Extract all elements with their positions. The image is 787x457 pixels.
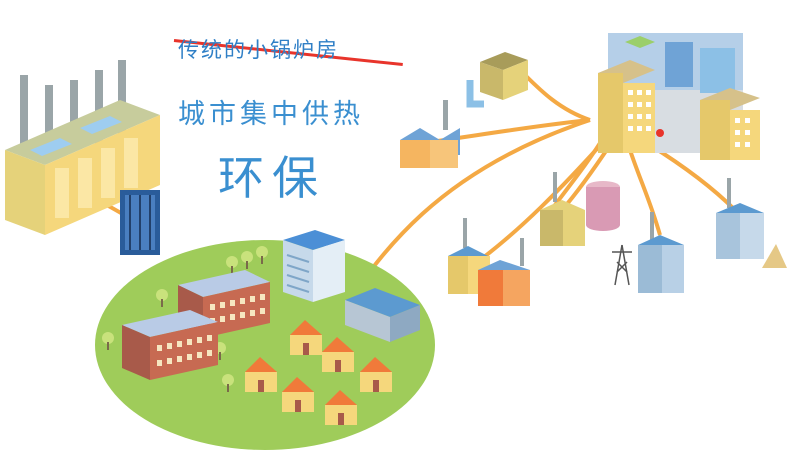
pump-station-icon — [466, 52, 528, 108]
eco-title: 环保 — [218, 151, 326, 205]
house-group — [245, 320, 392, 425]
water-tower-icon — [638, 212, 684, 293]
factory-cluster-icon — [448, 218, 530, 306]
factory-icon — [400, 100, 460, 168]
warehouse-icon — [716, 178, 787, 268]
traditional-boiler-label: 传统的小锅炉房 — [178, 38, 339, 62]
heat-exchanger-icon — [120, 190, 160, 255]
power-tower-icon — [612, 244, 632, 286]
city-block-icon — [598, 33, 760, 160]
storage-tank-icon — [540, 172, 620, 246]
central-heating-title: 城市集中供热 — [178, 99, 364, 130]
residential-district-icon — [95, 230, 435, 450]
boiler-house-icon — [5, 60, 160, 235]
